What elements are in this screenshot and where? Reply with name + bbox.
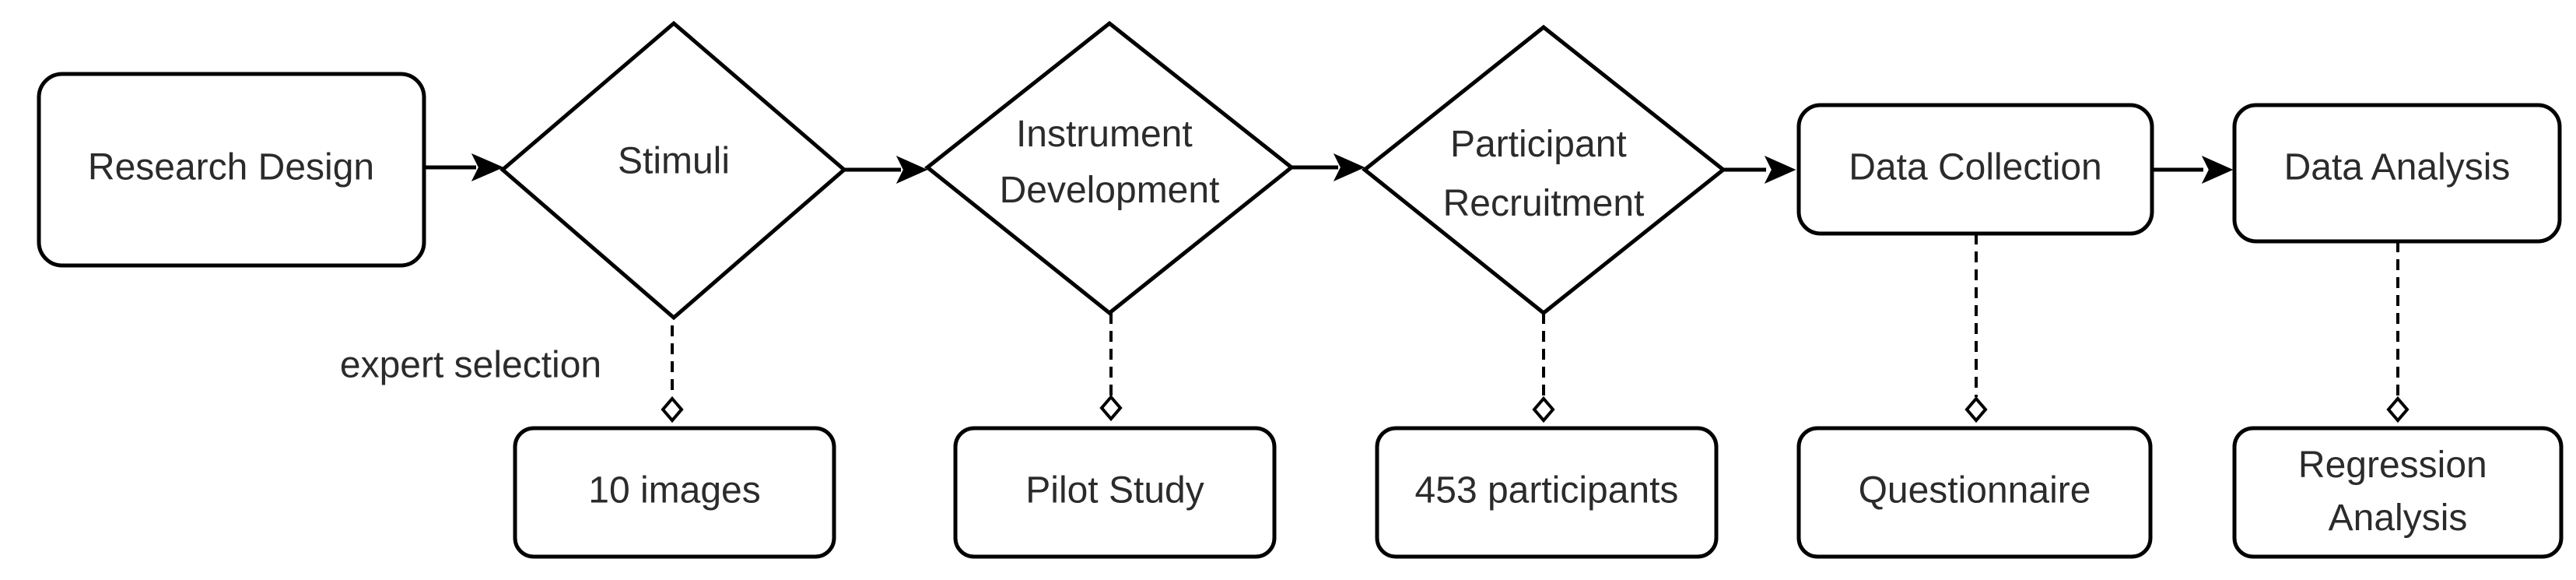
port-diamond-icon [1532, 395, 1555, 424]
output-453-participants: 453 participants [1375, 426, 1719, 559]
port-diamond-icon [661, 395, 684, 424]
arrowhead-icon [1333, 153, 1365, 182]
node-instrument-development: Instrument Development [924, 20, 1295, 316]
output-questionnaire-label: Questionnaire [1859, 470, 2091, 511]
node-stimuli: Stimuli [499, 20, 847, 321]
node-data-analysis-label: Data Analysis [2284, 147, 2511, 188]
output-regression-analysis-line-2: Analysis [2329, 497, 2468, 539]
arrowhead-icon [1764, 155, 1796, 185]
node-research-design-label: Research Design [88, 147, 374, 188]
output-regression-analysis-line-1: Regression [2298, 445, 2487, 486]
output-pilot-study: Pilot Study [953, 426, 1277, 559]
output-10-images-label: 10 images [588, 470, 760, 511]
node-data-collection: Data Collection [1796, 103, 2154, 236]
node-data-collection-label: Data Collection [1849, 147, 2102, 188]
port-diamond-icon [2386, 395, 2410, 424]
node-instrument-development-line-2: Development [1000, 170, 1220, 211]
node-participant-recruitment: Participant Recruitment [1361, 24, 1727, 316]
node-instrument-development-line-1: Instrument [1016, 114, 1193, 155]
flow-edges [424, 153, 2234, 185]
output-regression-analysis-label: Regression Analysis [2298, 445, 2497, 539]
port-diamond-icon [1099, 394, 1123, 422]
node-instrument-development-label: Instrument Development [1000, 114, 1220, 211]
output-pilot-study-label: Pilot Study [1025, 470, 1204, 511]
dashed-connectors [661, 234, 2410, 424]
node-participant-recruitment-line-1: Participant [1450, 124, 1627, 165]
node-stimuli-label: Stimuli [618, 141, 730, 182]
arrowhead-icon [471, 153, 504, 182]
output-453-participants-label: 453 participants [1415, 470, 1679, 511]
node-data-analysis: Data Analysis [2232, 103, 2562, 244]
arrowhead-icon [895, 155, 928, 185]
output-10-images: 10 images [513, 426, 836, 559]
edge-label-expert-selection: expert selection [340, 345, 601, 386]
node-participant-recruitment-label: Participant Recruitment [1443, 124, 1645, 224]
output-questionnaire: Questionnaire [1796, 426, 2153, 559]
node-research-design: Research Design [37, 72, 426, 268]
arrowhead-icon [2201, 155, 2234, 185]
port-diamond-icon [1964, 395, 1988, 424]
node-participant-recruitment-line-2: Recruitment [1443, 183, 1645, 224]
output-regression-analysis: Regression Analysis [2232, 426, 2564, 559]
